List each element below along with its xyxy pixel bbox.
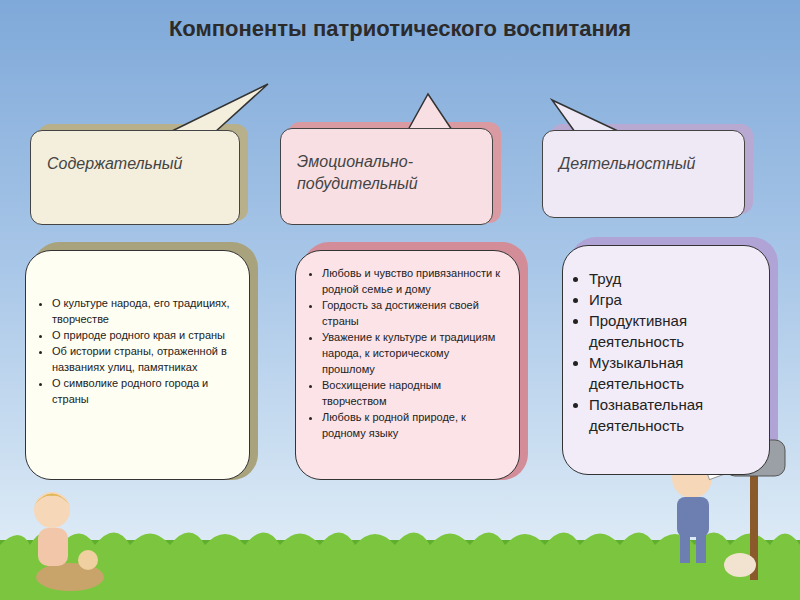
- callout-tail: [552, 100, 620, 132]
- grass-blades: [0, 533, 800, 600]
- bullet-item: О культуре народа, его традициях, творче…: [52, 295, 235, 327]
- bullet-item: Об истории страны, отраженной в названия…: [52, 343, 235, 375]
- bullet-item: Игра: [589, 289, 755, 310]
- bullet-item: Восхищение народным творчеством: [322, 377, 505, 409]
- bullet-item: Продуктивная деятельность: [589, 310, 755, 352]
- callout-tail: [408, 94, 452, 130]
- header-text: Содержательный: [47, 153, 223, 175]
- content-box: ТрудИграПродуктивная деятельностьМузыкал…: [562, 245, 770, 475]
- content-box: О культуре народа, его традициях, творче…: [25, 250, 250, 480]
- header-box: Содержательный: [30, 130, 240, 225]
- bullet-item: О символике родного города и страны: [52, 375, 235, 407]
- header-box: Деятельностный: [542, 130, 745, 218]
- bullet-item: Музыкальная деятельность: [589, 352, 755, 394]
- callout-tail: [170, 84, 268, 132]
- header-box: Эмоционально-побудительный: [280, 128, 493, 225]
- header-text: Деятельностный: [559, 153, 728, 175]
- title: Компоненты патриотического воспитания: [150, 14, 650, 44]
- bullet-item: Труд: [589, 268, 755, 289]
- bullet-item: Любовь к родной природе, к родному языку: [322, 409, 505, 441]
- bullet-item: Уважение к культуре и традициям народа, …: [322, 329, 505, 377]
- content-box: Любовь и чувство привязанности к родной …: [295, 250, 520, 480]
- bullet-item: О природе родного края и страны: [52, 327, 235, 343]
- bullet-item: Гордость за достижения своей страны: [322, 297, 505, 329]
- bullet-list: Любовь и чувство привязанности к родной …: [306, 265, 505, 441]
- child-figure: [34, 492, 104, 591]
- bullet-list: ТрудИграПродуктивная деятельностьМузыкал…: [573, 268, 755, 436]
- bullet-list: О культуре народа, его традициях, творче…: [36, 295, 235, 407]
- header-text: Эмоционально-побудительный: [297, 151, 476, 195]
- bullet-item: Познавательная деятельность: [589, 394, 755, 436]
- bullet-item: Любовь и чувство привязанности к родной …: [322, 265, 505, 297]
